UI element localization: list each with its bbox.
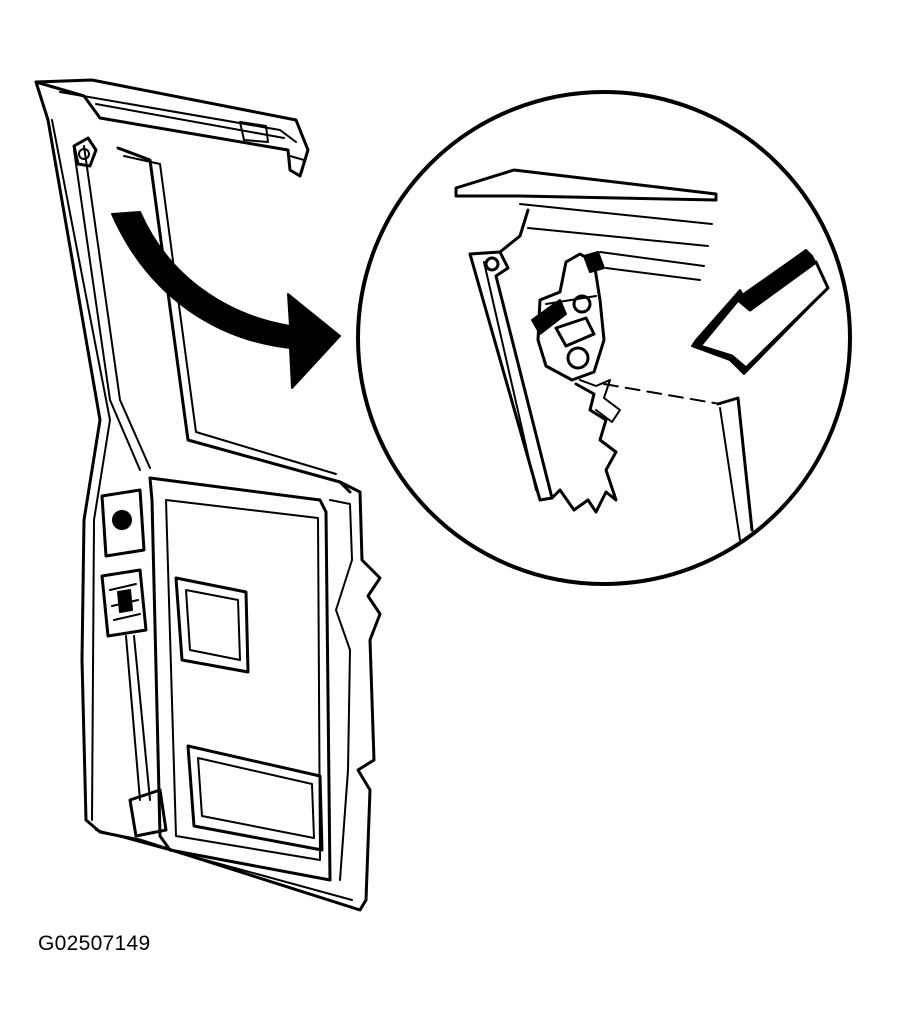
- door-panel: [34, 78, 382, 912]
- detail-magnifier: [356, 90, 852, 586]
- curved-arrow-icon: [111, 211, 341, 389]
- figure-code-label: G02507149: [38, 932, 151, 955]
